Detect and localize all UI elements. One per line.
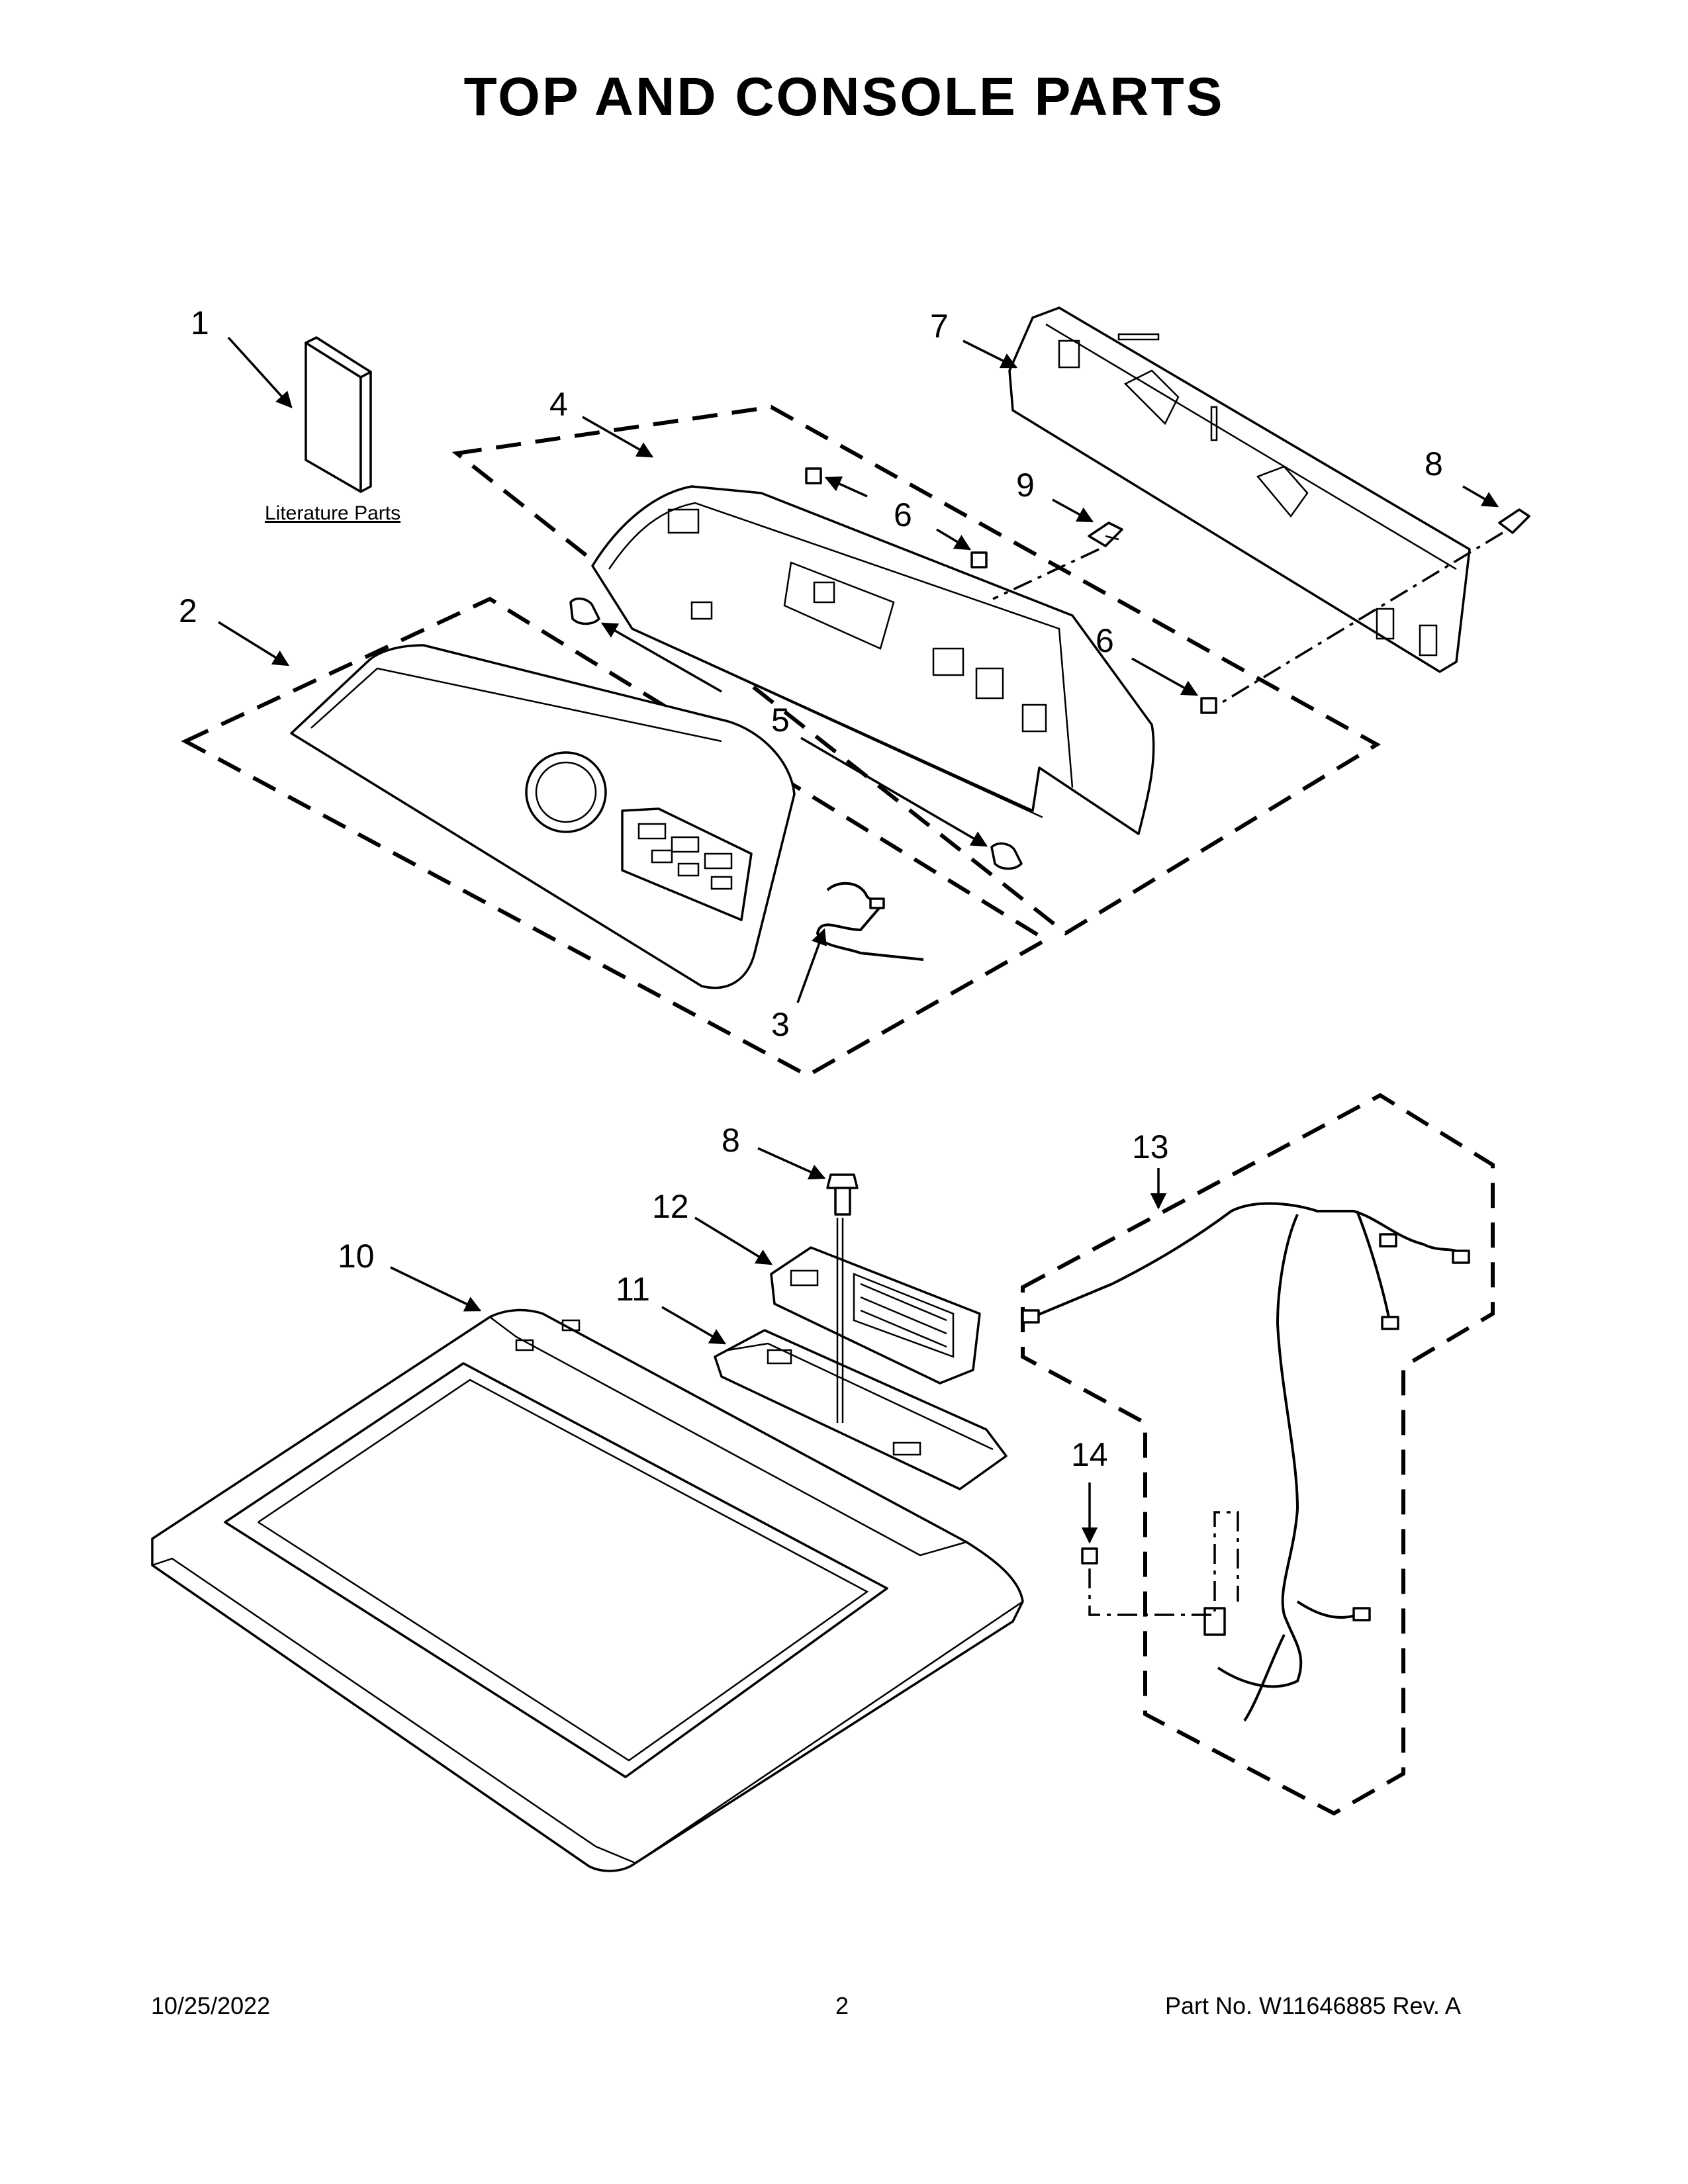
callout-3: 3 bbox=[771, 1006, 790, 1043]
console-part bbox=[591, 485, 1155, 835]
screw-part bbox=[1088, 522, 1123, 547]
callout-13: 13 bbox=[1132, 1128, 1169, 1165]
clip-part bbox=[1200, 697, 1217, 714]
callout-9: 9 bbox=[1016, 467, 1035, 504]
footer-part-number: Part No. W11646885 Rev. A bbox=[1165, 1992, 1461, 2019]
callout-8a: 8 bbox=[1425, 445, 1443, 482]
callout-1: 1 bbox=[191, 304, 209, 341]
callout-2: 2 bbox=[179, 592, 197, 629]
screw-part bbox=[1498, 508, 1530, 534]
bracket-part bbox=[990, 842, 1023, 870]
callout-4: 4 bbox=[549, 386, 568, 423]
footer-page-number: 2 bbox=[835, 1992, 849, 2019]
clip-part bbox=[970, 551, 988, 569]
callout-11: 11 bbox=[616, 1271, 650, 1308]
main-wire-harness bbox=[1032, 1202, 1464, 1722]
callout-14: 14 bbox=[1071, 1436, 1108, 1473]
literature-part bbox=[305, 336, 372, 493]
ground-screw-part bbox=[1081, 1547, 1098, 1565]
callout-12: 12 bbox=[652, 1188, 689, 1225]
rear-bracket-part bbox=[1008, 306, 1471, 673]
wire-harness-small bbox=[816, 882, 924, 961]
footer-date: 10/25/2022 bbox=[151, 1992, 271, 2019]
callout-arrow bbox=[227, 336, 293, 408]
control-board-part bbox=[770, 1246, 981, 1385]
bracket-part bbox=[569, 597, 600, 625]
mounting-plate-part bbox=[714, 1329, 1008, 1490]
callout-10: 10 bbox=[338, 1238, 375, 1275]
callout-8b: 8 bbox=[722, 1122, 740, 1159]
control-panel-part bbox=[290, 644, 796, 989]
literature-parts-label: Literature Parts bbox=[265, 502, 400, 524]
callout-6b: 6 bbox=[1096, 622, 1114, 659]
callout-6a: 6 bbox=[894, 496, 912, 533]
page-title: TOP AND CONSOLE PARTS bbox=[463, 67, 1225, 127]
top-panel-part bbox=[151, 1308, 1024, 1872]
connector-part bbox=[869, 897, 885, 909]
group-box-harness bbox=[1021, 1093, 1495, 1816]
callout-7: 7 bbox=[930, 308, 949, 345]
callout-5: 5 bbox=[771, 702, 790, 739]
clip-part bbox=[805, 467, 822, 484]
screw-part bbox=[826, 1173, 859, 1216]
